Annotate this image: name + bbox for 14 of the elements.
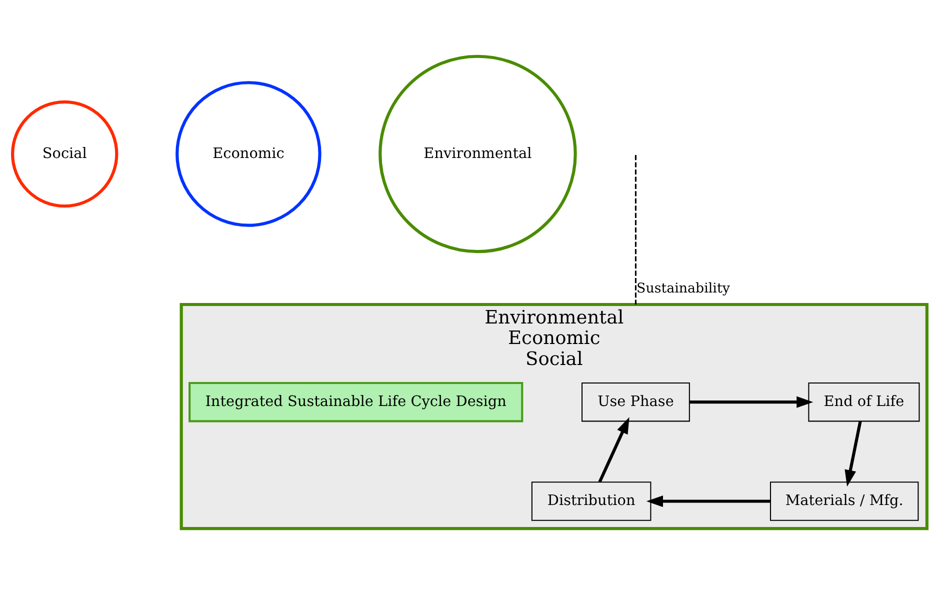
arrow [598,417,630,483]
arrow [646,495,770,508]
node-circle: Environmental [378,54,577,254]
edge-label: Sustainability [636,282,730,297]
node-box: End of Life [808,382,920,422]
arrow [844,421,862,487]
arrow [690,396,814,408]
connector [634,155,636,304]
node-box: Use Phase [582,382,690,422]
node-box: Distribution [531,482,652,521]
node-box: Materials / Mfg. [770,482,919,521]
node-box: Integrated Sustainable Life Cycle Design [188,382,524,422]
node-circle: Social [11,100,118,208]
node-circle: Economic [176,81,322,227]
